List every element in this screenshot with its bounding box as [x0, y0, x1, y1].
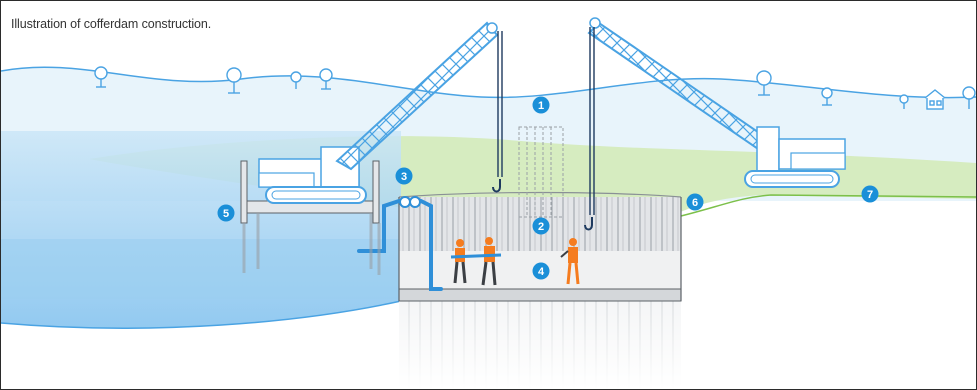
- marker-5: 5: [218, 205, 235, 222]
- svg-text:3: 3: [401, 171, 407, 183]
- marker-6: 6: [687, 194, 704, 211]
- svg-text:5: 5: [223, 208, 229, 220]
- marker-3: 3: [396, 168, 413, 185]
- marker-2: 2: [533, 218, 550, 235]
- svg-text:2: 2: [538, 221, 544, 233]
- svg-text:1: 1: [538, 100, 544, 112]
- svg-text:4: 4: [538, 266, 545, 278]
- water-deep-band: [1, 239, 401, 299]
- marker-7: 7: [862, 186, 879, 203]
- figure-caption: Illustration of cofferdam construction.: [11, 17, 211, 31]
- marker-4: 4: [533, 263, 550, 280]
- svg-text:7: 7: [867, 189, 873, 201]
- svg-text:6: 6: [692, 197, 698, 209]
- house-icon: [925, 90, 945, 109]
- marker-1: 1: [533, 97, 550, 114]
